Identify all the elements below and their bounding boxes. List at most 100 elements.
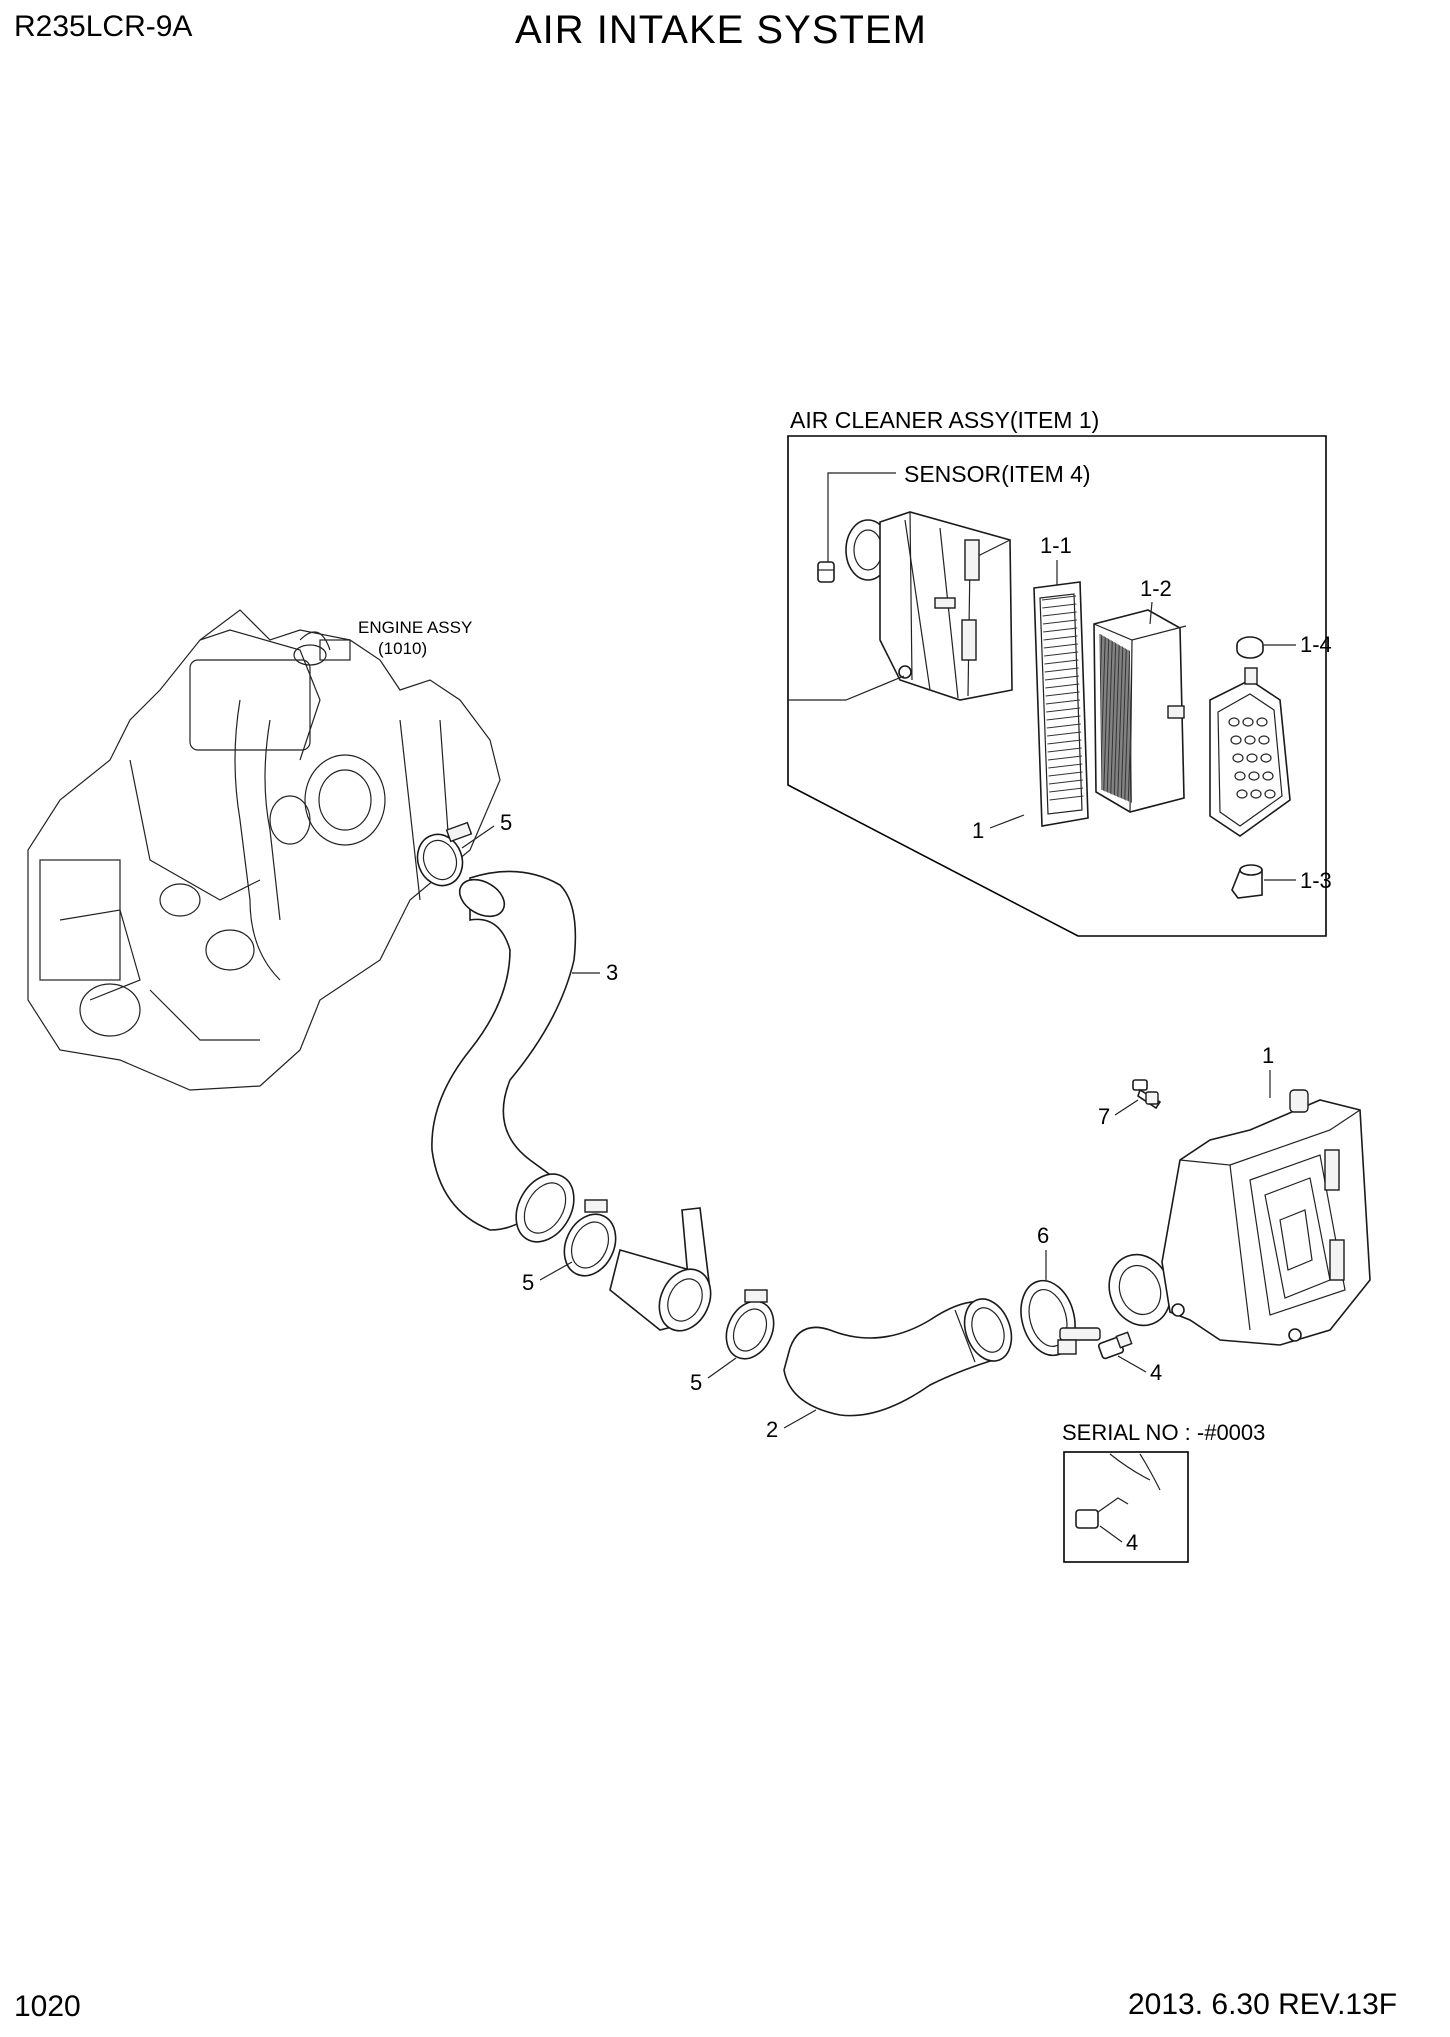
filter-pleat-line: [1043, 643, 1078, 649]
filter-pleat-line: [1046, 715, 1081, 721]
safety-filter-icon: [1093, 609, 1187, 813]
housing-leader: [788, 675, 905, 701]
hose-clamp-mid-left-icon: [563, 1199, 617, 1277]
filter-pleat-line: [1047, 739, 1082, 745]
filter-pleat-line: [1048, 779, 1083, 785]
callout-3: 3: [606, 960, 618, 985]
filter-pleat-line: [1043, 627, 1078, 633]
air-cleaner-main-icon: [1108, 1089, 1371, 1346]
leader-4-main: [1117, 1355, 1147, 1373]
callout-1-3: 1-3: [1300, 868, 1332, 893]
filter-pleat-line: [1041, 595, 1077, 601]
cover-vent-hole: [1228, 717, 1240, 727]
callout-5-top: 5: [500, 810, 512, 835]
cover-vent-hole: [1234, 771, 1246, 781]
callout-7: 7: [1098, 1104, 1110, 1129]
air-cleaner-housing-icon: [845, 511, 1013, 701]
filter-pleat-line: [1100, 634, 1104, 791]
filter-pleat-line: [1042, 603, 1077, 609]
leader-1-2: [1149, 601, 1153, 625]
serial-inset-title: SERIAL NO : -#0003: [1062, 1420, 1265, 1445]
filter-pleat-line: [1123, 647, 1127, 801]
cover-vent-hole: [1244, 735, 1256, 745]
filter-pleat-line: [1044, 675, 1080, 681]
air-cleaner-inset-frame: [787, 435, 1327, 937]
callout-1-4: 1-4: [1300, 632, 1332, 657]
filter-pleat-line: [1114, 642, 1118, 797]
vacuator-valve-icon: [1231, 864, 1263, 899]
filter-pleat-line: [1044, 659, 1079, 665]
bolt-icon: [1132, 1079, 1162, 1110]
filter-pleat-line: [1110, 640, 1114, 795]
cover-vent-hole: [1256, 717, 1268, 727]
filter-pleat-line: [1049, 795, 1084, 801]
cover-vent-hole: [1262, 771, 1274, 781]
leader-5-mid-left: [539, 1261, 573, 1281]
lower-hose-icon: [783, 1298, 1013, 1417]
callout-5-mid-left: 5: [522, 1270, 534, 1295]
engine-assy-icon: [27, 609, 501, 1091]
sensor-serial-icon: [1075, 1453, 1161, 1529]
filter-pleat-line: [1043, 635, 1078, 641]
filter-pleat-line: [1102, 635, 1106, 792]
filter-pleat-line: [1109, 639, 1113, 795]
callout-4-serial: 4: [1126, 1530, 1138, 1555]
filter-pleat-line: [1042, 619, 1077, 625]
filter-pleat-line: [1117, 644, 1121, 798]
filter-pleat-line: [1047, 755, 1083, 761]
filter-pleat-line: [1128, 650, 1132, 803]
serial-inset-frame: [1063, 1451, 1189, 1563]
filter-pleat-line: [1044, 667, 1079, 673]
leader-5-top: [461, 825, 495, 849]
cover-vent-hole: [1258, 735, 1270, 745]
leader-2: [783, 1409, 817, 1429]
filter-pleat-line: [1047, 747, 1082, 753]
engine-label-line1: ENGINE ASSY: [358, 618, 472, 637]
page-number: 1020: [14, 1990, 81, 2023]
intake-pipe-bracket-icon: [609, 1207, 712, 1332]
callout-1: 1: [972, 818, 984, 843]
dust-cap-icon: [1236, 636, 1264, 659]
filter-pleat-line: [1124, 648, 1128, 801]
hose-clamp-top-icon: [416, 821, 473, 887]
filter-pleat-line: [1046, 723, 1081, 729]
cover-vent-hole: [1260, 753, 1272, 763]
filter-pleat-line: [1045, 691, 1080, 697]
hose-clamp-mid-right-icon: [725, 1289, 775, 1360]
callout-1-1: 1-1: [1040, 533, 1072, 558]
cleaner-cover-icon: [1209, 667, 1291, 837]
leader-1: [989, 814, 1025, 829]
hose-clamp-large-icon: [1020, 1279, 1101, 1357]
cover-vent-hole: [1236, 789, 1248, 799]
filter-pleat-line: [1107, 638, 1111, 794]
air-cleaner-inset: AIR CLEANER ASSY(ITEM 1) SENSOR(ITEM 4): [787, 407, 1332, 937]
filter-pleat-line: [1047, 731, 1082, 737]
filter-pleat-line: [1119, 645, 1123, 799]
filter-pleat-line: [1048, 771, 1083, 777]
filter-pleat-line: [1113, 641, 1117, 797]
leader-4-serial: [1099, 1525, 1123, 1543]
sensor-label: SENSOR(ITEM 4): [904, 461, 1091, 487]
filter-pleat-line: [1045, 699, 1080, 705]
callout-4-main: 4: [1150, 1360, 1162, 1385]
callout-5-mid-right: 5: [690, 1370, 702, 1395]
engine-label-line2: (1010): [378, 639, 427, 658]
filter-pleat-line: [1106, 637, 1110, 794]
filter-pleat-line: [1112, 641, 1116, 796]
filter-pleat-line: [1126, 649, 1130, 802]
leader-5-mid-right: [707, 1357, 737, 1379]
cover-vent-hole: [1242, 717, 1254, 727]
cover-vent-hole: [1250, 789, 1262, 799]
cover-vent-hole: [1248, 771, 1260, 781]
filter-pleat-line: [1044, 651, 1079, 657]
model-number: R235LCR-9A: [14, 10, 193, 43]
filter-pleat-line: [1049, 787, 1084, 793]
filter-pleat-line: [1042, 611, 1077, 617]
callout-6: 6: [1037, 1223, 1049, 1248]
filter-pleat-line: [1046, 707, 1081, 713]
filter-pleat-line: [1105, 637, 1109, 793]
upper-hose-icon: [431, 870, 577, 1243]
cover-vent-hole: [1246, 753, 1258, 763]
serial-inset: SERIAL NO : -#0003 4: [1062, 1420, 1265, 1563]
